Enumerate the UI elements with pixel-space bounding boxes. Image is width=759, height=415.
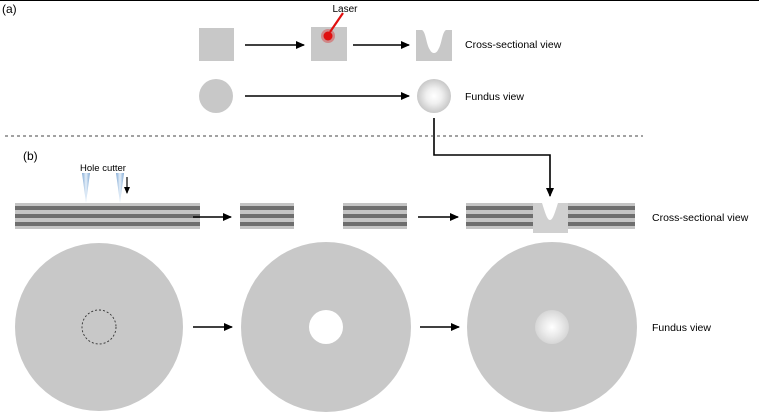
- fundus-disc: [15, 243, 183, 411]
- laser-spot-glow: [321, 29, 335, 43]
- hole-cutter-left: [82, 173, 90, 203]
- cross-sectional-view-label-a: Cross-sectional view: [465, 39, 562, 51]
- laser-spot: [323, 31, 333, 41]
- pit-cross-section: [416, 30, 452, 61]
- laser-label: Laser: [332, 4, 358, 15]
- fundus-view-label-a: Fundus view: [465, 91, 524, 103]
- tissue-square: [199, 28, 234, 61]
- panel-a-label: (a): [2, 2, 17, 16]
- hole: [309, 310, 343, 344]
- fundus-pit-a: [417, 79, 451, 113]
- hole-cutter-label: Hole cutter: [80, 163, 126, 174]
- fundus-view-label-b: Fundus view: [652, 322, 711, 334]
- tissue-disc: [199, 79, 233, 113]
- connector-arrow: [433, 118, 554, 197]
- cut-outline: [81, 309, 117, 345]
- laser-beam-arrow: [329, 12, 344, 33]
- hole-cutter-right: [116, 173, 124, 203]
- cross-sectional-view-label-b: Cross-sectional view: [652, 212, 749, 224]
- fundus-pit-b: [535, 310, 569, 344]
- panel-b-label: (b): [23, 149, 38, 163]
- layered-tissue: [15, 203, 200, 229]
- implanted-pit-cross-section: [533, 203, 568, 233]
